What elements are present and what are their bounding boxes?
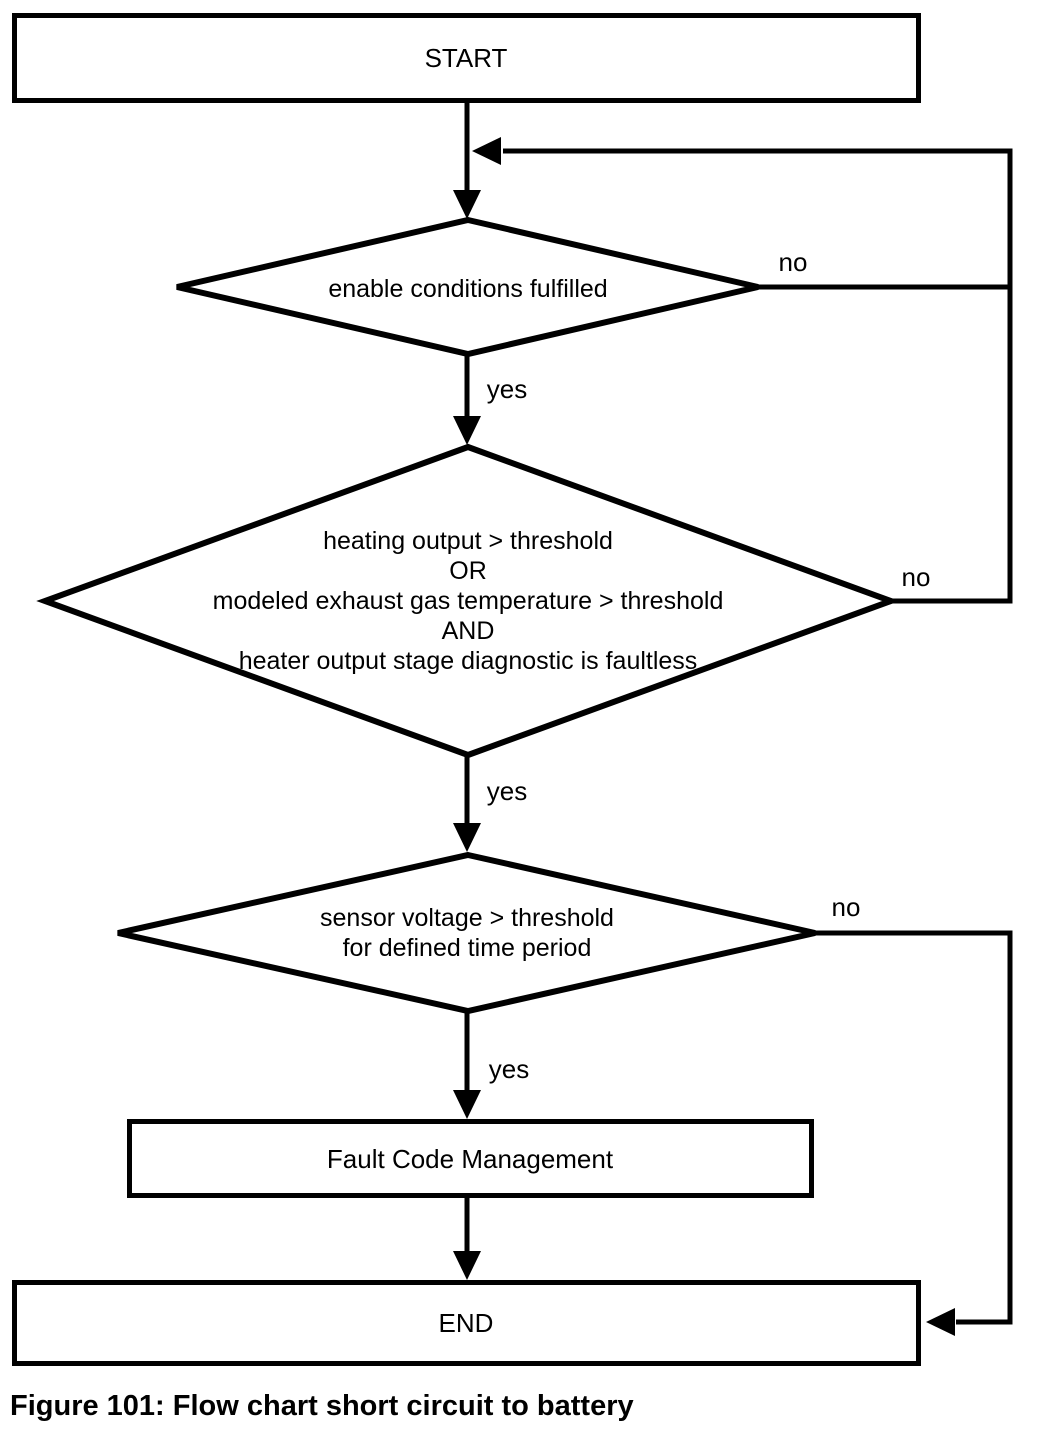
start-node [12, 13, 921, 103]
decision2-label-line: OR [449, 557, 487, 585]
decision2-label: heating output > threshold OR modeled ex… [58, 526, 878, 676]
process-node [127, 1119, 814, 1198]
arrowhead-down-icon [453, 1251, 481, 1280]
figure-caption: Figure 101: Flow chart short circuit to … [10, 1390, 634, 1422]
decision2-label-line: modeled exhaust gas temperature > thresh… [212, 587, 724, 615]
decision3-no-line [815, 930, 1013, 1325]
end-label: END [438, 1308, 494, 1338]
decision2-label-line: AND [441, 617, 495, 645]
loopback-line [503, 148, 1013, 604]
arrowhead-down-icon [453, 1090, 481, 1119]
decision3-no-label: no [831, 892, 861, 922]
arrowhead-down-icon [453, 416, 481, 445]
process-label: Fault Code Management [326, 1144, 614, 1174]
decision3-label: sensor voltage > threshold for defined t… [57, 903, 877, 963]
decision3-label-line: sensor voltage > threshold [320, 904, 614, 932]
decision2-no-label: no [901, 562, 931, 592]
decision1-label: enable conditions fulfilled [328, 275, 608, 303]
arrowhead-down-icon [453, 823, 481, 852]
decision3-label-line: for defined time period [342, 934, 592, 962]
decision1-no-label: no [778, 247, 808, 277]
arrowhead-down-icon [453, 190, 481, 219]
decision3-yes-label: yes [488, 1054, 530, 1084]
end-node [12, 1280, 921, 1366]
decision2-label-line: heating output > threshold [323, 527, 613, 555]
decision2-yes-label: yes [486, 776, 528, 806]
arrowhead-left-icon [472, 137, 501, 165]
decision1-yes-label: yes [486, 374, 528, 404]
start-label: START [424, 43, 508, 73]
decision2-label-line: heater output stage diagnostic is faultl… [238, 647, 698, 675]
arrowhead-left-icon [926, 1308, 955, 1336]
